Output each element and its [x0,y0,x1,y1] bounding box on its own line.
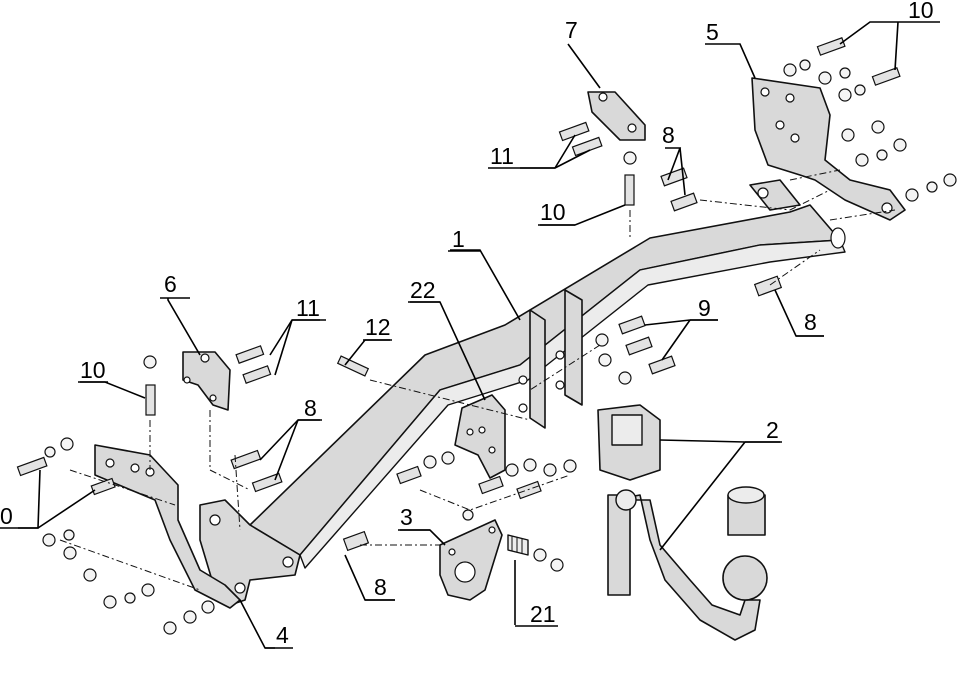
assembly-lines [59,169,896,591]
callout-5: 5 [706,19,719,45]
callout-10-left: 10 [80,357,106,383]
callout-10-upper: 10 [540,199,566,225]
fasteners [16,37,957,635]
callout-21: 21 [530,601,556,627]
callout-10-far-left: 0 [0,503,13,529]
callout-7: 7 [565,17,578,43]
crossbar-part-1 [249,204,846,569]
upper-left-bracket-part-6 [182,351,231,411]
callout-8-upper: 8 [662,122,675,148]
towball-assembly-part-2 [597,404,768,641]
callout-4: 4 [276,622,289,648]
callout-9: 9 [698,295,711,321]
callout-3: 3 [400,504,413,530]
spring-part-21 [507,534,529,556]
callout-2: 2 [766,417,779,443]
upper-bracket-part-7 [587,91,646,141]
callout-1: 1 [452,226,465,252]
right-vehicle-bracket-part-5 [749,77,906,221]
callout-11-upper: 11 [490,143,514,169]
callout-8-right: 8 [804,309,817,335]
callout-11-left: 11 [296,295,320,321]
left-side-plate-part-4 [199,499,301,606]
callout-labels: 1 2 3 4 5 6 7 8 8 8 8 9 10 10 10 0 11 11… [0,0,940,649]
callout-8-left: 8 [304,395,317,421]
callout-22: 22 [410,277,436,303]
center-bracket-part-22 [454,394,506,479]
callout-10-top-right: 10 [908,0,934,23]
callout-12: 12 [365,314,391,340]
socket-plate-part-3 [439,519,503,601]
callout-6: 6 [164,271,177,297]
callout-8-bottom: 8 [374,574,387,600]
